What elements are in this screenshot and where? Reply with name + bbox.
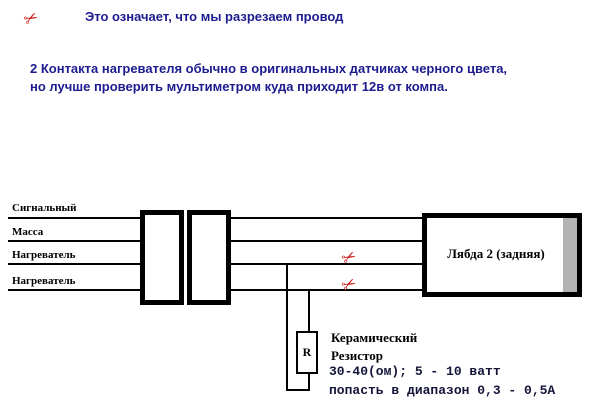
wire-ground-left xyxy=(8,240,140,242)
wire-ground-right xyxy=(231,240,422,242)
branch-line-to-resistor-top xyxy=(308,289,310,331)
connector-half-right xyxy=(187,210,231,305)
note-line-1: 2 Контакта нагревателя обычно в оригинал… xyxy=(30,61,508,76)
connector-half-left xyxy=(140,210,184,305)
sensor-label: Лябда 2 (задняя) xyxy=(447,246,545,261)
wire-label-ground: Масса xyxy=(12,226,44,238)
branch-line-from-resistor-bottom xyxy=(308,374,310,391)
wire-heater2-right xyxy=(231,289,422,291)
resistor-caption-line2: Резистор xyxy=(331,348,383,363)
wire-heater1-left xyxy=(8,263,140,265)
legend-text: Это означает, что мы разрезаем провод xyxy=(85,9,344,24)
resistor-symbol-box: R xyxy=(296,331,318,374)
wire-signal-left xyxy=(8,217,140,219)
wire-heater2-left xyxy=(8,289,140,291)
note-line-2: но лучше проверить мультиметром куда при… xyxy=(30,79,448,94)
resistor-spec-line1: 30-40(ом); 5 - 10 ватт xyxy=(329,364,501,379)
resistor-caption-line1: Керамический xyxy=(331,330,418,345)
resistor-symbol: R xyxy=(302,345,312,359)
wire-label-signal: Сигнальный xyxy=(12,202,77,214)
scissors-cut-icon-heater2: ✂ xyxy=(338,272,360,297)
wire-heater1-right xyxy=(231,263,422,265)
wire-label-heater-2: Нагреватель xyxy=(12,275,76,287)
branch-line-left xyxy=(286,263,288,391)
branch-line-bottom xyxy=(286,389,310,391)
scissors-cut-icon-heater1: ✂ xyxy=(338,245,360,270)
wire-label-heater-1: Нагреватель xyxy=(12,249,76,261)
wire-signal-right xyxy=(231,217,422,219)
lambda-sensor-box: Лябда 2 (задняя) xyxy=(422,213,582,297)
sensor-end-strip xyxy=(563,218,577,292)
scissors-icon: ✂ xyxy=(20,6,42,31)
resistor-spec-line2: попасть в диапазон 0,3 - 0,5А xyxy=(329,383,556,398)
note-paragraph: 2 Контакта нагревателя обычно в оригинал… xyxy=(30,60,580,96)
